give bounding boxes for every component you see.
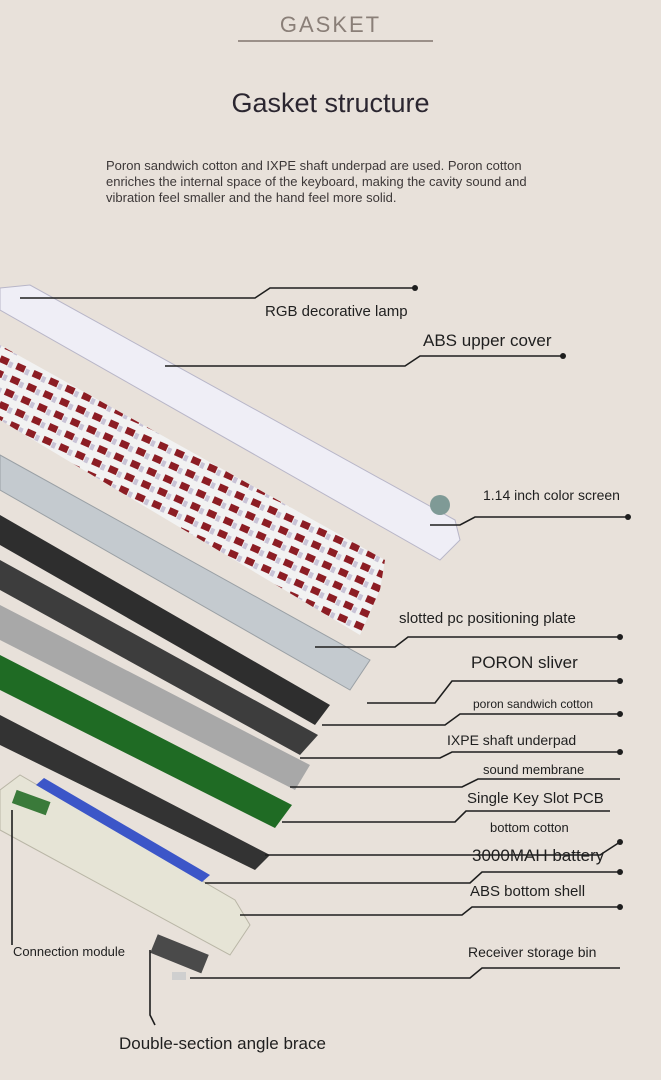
leader-ixpe [300,751,620,759]
label-ixpe: IXPE shaft underpad [447,732,577,748]
battery-part [36,778,210,882]
receiver-dongle-part [172,972,186,980]
leader-bottom-cotton [265,841,621,856]
label-pcb: Single Key Slot PCB [467,790,604,807]
header-divider [238,40,433,42]
label-poron-sandwich: poron sandwich cotton [473,697,594,711]
label-battery: 3000MAH battery [472,846,605,865]
leader-poron-sliver [367,680,620,704]
section-header: GASKET [279,12,382,37]
receiver-bin-part [150,934,209,974]
label-connection-module: Connection module [13,944,126,959]
leader-poron-sandwich [322,713,620,726]
leader-abs-upper [165,355,563,367]
leader-pcb [282,810,610,823]
ixpe-part [0,560,318,755]
connection-module-part [11,789,51,816]
label-screen: 1.14 inch color screen [483,487,620,503]
leader-screen [430,516,628,526]
label-sound-membrane: sound membrane [483,762,585,777]
screen-part [430,495,450,515]
poron-sandwich-part [0,515,330,725]
leader-battery [205,871,620,884]
plate-part [0,454,371,691]
leader-receiver [190,967,620,979]
label-rgb-lamp: RGB decorative lamp [265,303,408,320]
leader-plate [315,636,620,648]
keycaps-switches-part [0,345,385,635]
label-brace: Double-section angle brace [119,1034,326,1053]
leader-bottom-shell [240,906,620,916]
leader-brace [149,950,156,1026]
pcb-part [0,655,292,828]
description-text: Poron sandwich cotton and IXPE shaft und… [106,158,527,205]
page-title: Gasket structure [231,88,430,118]
label-poron-sliver: PORON sliver [471,653,578,672]
sound-membrane-part [0,605,310,790]
label-receiver: Receiver storage bin [468,944,597,960]
abs-upper-cover-part [0,284,461,561]
label-abs-upper-cover: ABS upper cover [423,331,552,350]
label-plate: slotted pc positioning plate [399,610,576,627]
abs-bottom-shell [0,774,251,956]
bottom-cotton-part [0,715,270,870]
leader-rgb [20,287,415,299]
leader-sound [290,778,620,788]
label-bottom-cotton: bottom cotton [490,820,569,835]
label-bottom-shell: ABS bottom shell [470,883,586,900]
